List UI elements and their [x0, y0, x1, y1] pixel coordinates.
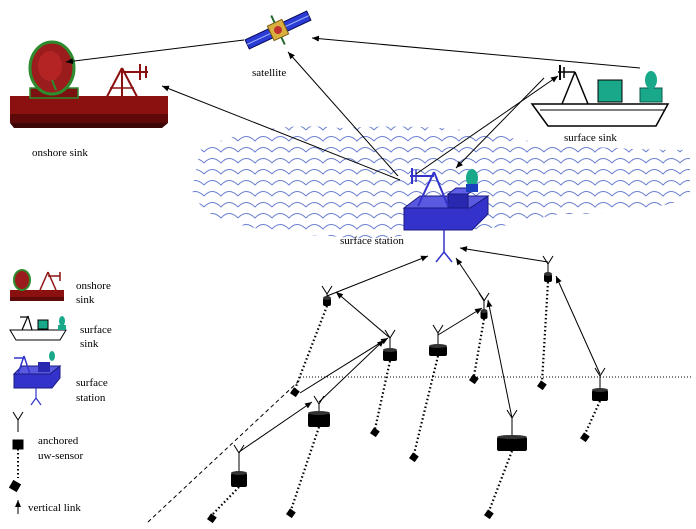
- legend-surface-station-label-1: surface: [76, 377, 108, 389]
- uw-sensor-icon: [290, 285, 333, 398]
- legend-surface-station-label-2: station: [76, 392, 106, 404]
- legend-uw-sensor-label-1: anchored: [38, 435, 79, 447]
- legend: onshore sink surface sink surface stati: [8, 269, 112, 514]
- radio-links: [65, 35, 641, 181]
- acoustic-link-arrow: [486, 299, 513, 419]
- legend-uw-sensor-icon: [8, 411, 24, 493]
- uw-sensor-icon: [484, 409, 527, 520]
- legend-onshore-label-2: sink: [76, 294, 95, 306]
- legend-uw-sensor-label-2: uw-sensor: [38, 450, 84, 462]
- acoustic-link-arrow: [335, 291, 391, 339]
- uw-sensor-icon: [469, 292, 490, 385]
- acoustic-link-arrow: [318, 339, 385, 403]
- surface-sink-icon: [530, 65, 670, 127]
- uw-sensor-icon: [580, 367, 608, 443]
- legend-surface-sink-icon: [9, 315, 67, 341]
- uw-sensor-icon: [409, 324, 447, 463]
- legend-surface-sink-label-2: sink: [80, 338, 99, 350]
- acoustic-link-arrow: [437, 307, 483, 336]
- acoustic-link-arrow: [299, 337, 389, 394]
- link-station-to-surface-sink: [415, 75, 559, 175]
- link-surface-sink-to-station: [455, 77, 545, 169]
- surface-station-icon: [402, 168, 490, 263]
- onshore-sink-icon: [10, 40, 168, 128]
- legend-onshore-sink-icon: [10, 269, 64, 301]
- link-surface-sink-to-satellite: [311, 35, 641, 69]
- uw-sensor-icon: [207, 444, 247, 524]
- acoustic-link-arrow: [326, 255, 429, 297]
- uw-sensor-icon: [370, 329, 397, 438]
- onshore-sink-label: onshore sink: [32, 147, 88, 159]
- uw-sensor-icon: [537, 255, 554, 391]
- link-station-to-satellite: [287, 51, 399, 177]
- uw-sensor-network: [207, 255, 608, 524]
- acoustic-link-arrow: [455, 257, 485, 301]
- diagonal-dashed-line: [147, 379, 301, 523]
- acoustic-link-arrow: [459, 246, 549, 263]
- legend-surface-station-icon: [12, 351, 62, 406]
- sea-surface: [192, 126, 690, 239]
- legend-vertical-link-label: vertical link: [28, 502, 81, 514]
- surface-sink-label: surface sink: [564, 132, 617, 144]
- surface-station-label: surface station: [340, 235, 404, 247]
- uw-links: [238, 246, 601, 453]
- legend-onshore-label-1: onshore: [76, 280, 111, 292]
- acoustic-link-arrow: [555, 275, 601, 375]
- link-station-to-onshore: [161, 85, 401, 181]
- link-satellite-to-onshore: [65, 39, 245, 65]
- satellite-label: satellite: [252, 67, 286, 79]
- acoustic-link-arrow: [238, 401, 313, 453]
- legend-surface-sink-label-1: surface: [80, 324, 112, 336]
- satellite-icon: [244, 10, 312, 50]
- uw-sensor-icon: [286, 395, 330, 519]
